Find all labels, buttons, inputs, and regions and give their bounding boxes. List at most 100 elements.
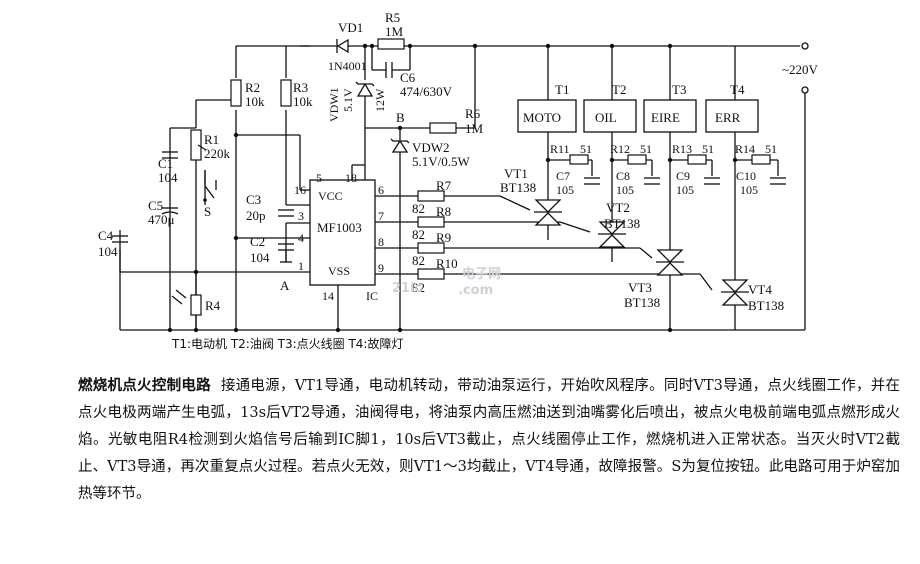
zener-vdw1 bbox=[355, 46, 375, 122]
c2-value: 104 bbox=[250, 250, 270, 265]
r2-value: 10k bbox=[245, 94, 265, 109]
resistor-r8 bbox=[417, 216, 445, 228]
r10-value: 82 bbox=[412, 253, 425, 268]
r11-value: 82 bbox=[412, 280, 425, 295]
s-label: S bbox=[204, 204, 211, 219]
photoresistor-r4 bbox=[171, 289, 202, 316]
c1-value: 104 bbox=[158, 170, 178, 185]
r10-label: R10 bbox=[436, 256, 458, 271]
r11-51: 51 bbox=[580, 142, 592, 156]
r3-value: 10k bbox=[293, 94, 313, 109]
r1-value: 220k bbox=[204, 146, 231, 161]
c6-value: 474/630V bbox=[400, 84, 453, 99]
r7-label: R7 bbox=[436, 178, 452, 193]
pin-9: 9 bbox=[378, 261, 384, 275]
ic-wiring bbox=[337, 164, 713, 330]
c7-label: C7 bbox=[556, 169, 570, 183]
capacitor-c3 bbox=[278, 209, 294, 217]
resistor-r11 bbox=[569, 154, 589, 165]
triac-vt3 bbox=[656, 249, 684, 276]
c2-label: C2 bbox=[250, 234, 265, 249]
r1-wiper bbox=[197, 144, 207, 151]
resistor-r12 bbox=[627, 154, 647, 165]
r2-label: R2 bbox=[245, 80, 260, 95]
watermark-cn: 电子网 bbox=[462, 266, 501, 282]
vdw2-label: VDW2 bbox=[412, 140, 450, 155]
t1-label: T1 bbox=[555, 82, 569, 97]
description-title: 燃烧机点火控制电路 bbox=[78, 377, 211, 394]
r8-value: 82 bbox=[412, 201, 425, 216]
c10-value: 105 bbox=[740, 183, 758, 197]
capacitor-c6 bbox=[371, 46, 411, 78]
r12-label: R12 bbox=[610, 142, 630, 156]
capacitor-c4 bbox=[112, 235, 128, 243]
ic-pin-label: IC bbox=[366, 289, 378, 303]
zener-vdw2 bbox=[390, 138, 410, 160]
r12-51: 51 bbox=[640, 142, 652, 156]
vss-label: VSS bbox=[328, 264, 350, 278]
bt2-label: BT138 bbox=[604, 216, 640, 231]
t4-label: T4 bbox=[730, 82, 745, 97]
pin-6: 6 bbox=[378, 183, 384, 197]
vdw1-value: 5.1V bbox=[341, 88, 355, 112]
load-t3-ignition bbox=[643, 99, 697, 133]
t2-box-label: OIL bbox=[595, 110, 617, 125]
b-label: B bbox=[396, 110, 405, 125]
pin-16: 16 bbox=[294, 183, 306, 197]
r1-label: R1 bbox=[204, 132, 219, 147]
legend: T1:电动机 T2:油阀 T3:点火线圈 T4:故障灯 bbox=[171, 336, 403, 351]
r11-label: R11 bbox=[550, 142, 570, 156]
r13-51: 51 bbox=[702, 142, 714, 156]
r6-label: R6 bbox=[465, 106, 481, 121]
pin-1: 1 bbox=[298, 259, 304, 273]
c5-value: 470μ bbox=[148, 212, 175, 227]
r9-label: R9 bbox=[436, 230, 451, 245]
pin-14: 14 bbox=[322, 289, 334, 303]
vd1-label: VD1 bbox=[338, 20, 363, 35]
pin-5: 5 bbox=[316, 171, 322, 185]
bt1-label: BT138 bbox=[500, 180, 536, 195]
resistor-r6 bbox=[429, 122, 457, 134]
c3-value: 20p bbox=[246, 208, 266, 223]
node-b-wiring bbox=[364, 46, 476, 330]
load-columns bbox=[547, 46, 779, 330]
t1-box-label: MOTO bbox=[523, 110, 561, 125]
r14-label: R14 bbox=[735, 142, 755, 156]
c5-label: C5 bbox=[148, 198, 163, 213]
t4-box-label: ERR bbox=[715, 110, 741, 125]
c8-value: 105 bbox=[616, 183, 634, 197]
r14-51: 51 bbox=[765, 142, 777, 156]
snubber-caps bbox=[584, 177, 786, 185]
r4-label: R4 bbox=[205, 298, 221, 313]
resistor-r7 bbox=[417, 190, 445, 202]
resistor-r9 bbox=[417, 242, 445, 254]
resistor-r3 bbox=[280, 79, 292, 107]
triac-vt4 bbox=[721, 279, 749, 306]
vdw2-value: 5.1V/0.5W bbox=[412, 154, 471, 169]
c10-label: C10 bbox=[736, 169, 756, 183]
load-t4-fault-lamp bbox=[705, 99, 759, 133]
vt2-label: VT2 bbox=[606, 200, 630, 215]
resistor-r2 bbox=[230, 79, 242, 107]
t3-label: T3 bbox=[672, 82, 686, 97]
r6-value: 1M bbox=[465, 121, 484, 136]
t2-label: T2 bbox=[612, 82, 626, 97]
diode-vd1 bbox=[336, 38, 349, 54]
in4001-label: 1N4001 bbox=[328, 59, 367, 73]
circuit-schematic: ~220V VD1 1N4001 R5 1M C6 474/630V VDW1 … bbox=[98, 10, 819, 351]
resistor-r5 bbox=[377, 38, 405, 50]
resistor-r10 bbox=[417, 268, 445, 280]
c4-value: 104 bbox=[98, 244, 118, 259]
load-t2-oil bbox=[583, 99, 637, 133]
watermark-logo: 21ic bbox=[392, 281, 422, 296]
vdw1-label: VDW1 bbox=[327, 87, 341, 122]
capacitor-c5 bbox=[161, 207, 179, 215]
r13-label: R13 bbox=[672, 142, 692, 156]
r5-label: R5 bbox=[385, 10, 400, 25]
ic-label: MF1003 bbox=[317, 220, 362, 235]
resistor-r13 bbox=[687, 154, 707, 165]
bt4-label: BT138 bbox=[748, 298, 784, 313]
switch-s bbox=[203, 170, 217, 202]
c6-label: C6 bbox=[400, 70, 416, 85]
c1-label: C1 bbox=[158, 156, 173, 171]
